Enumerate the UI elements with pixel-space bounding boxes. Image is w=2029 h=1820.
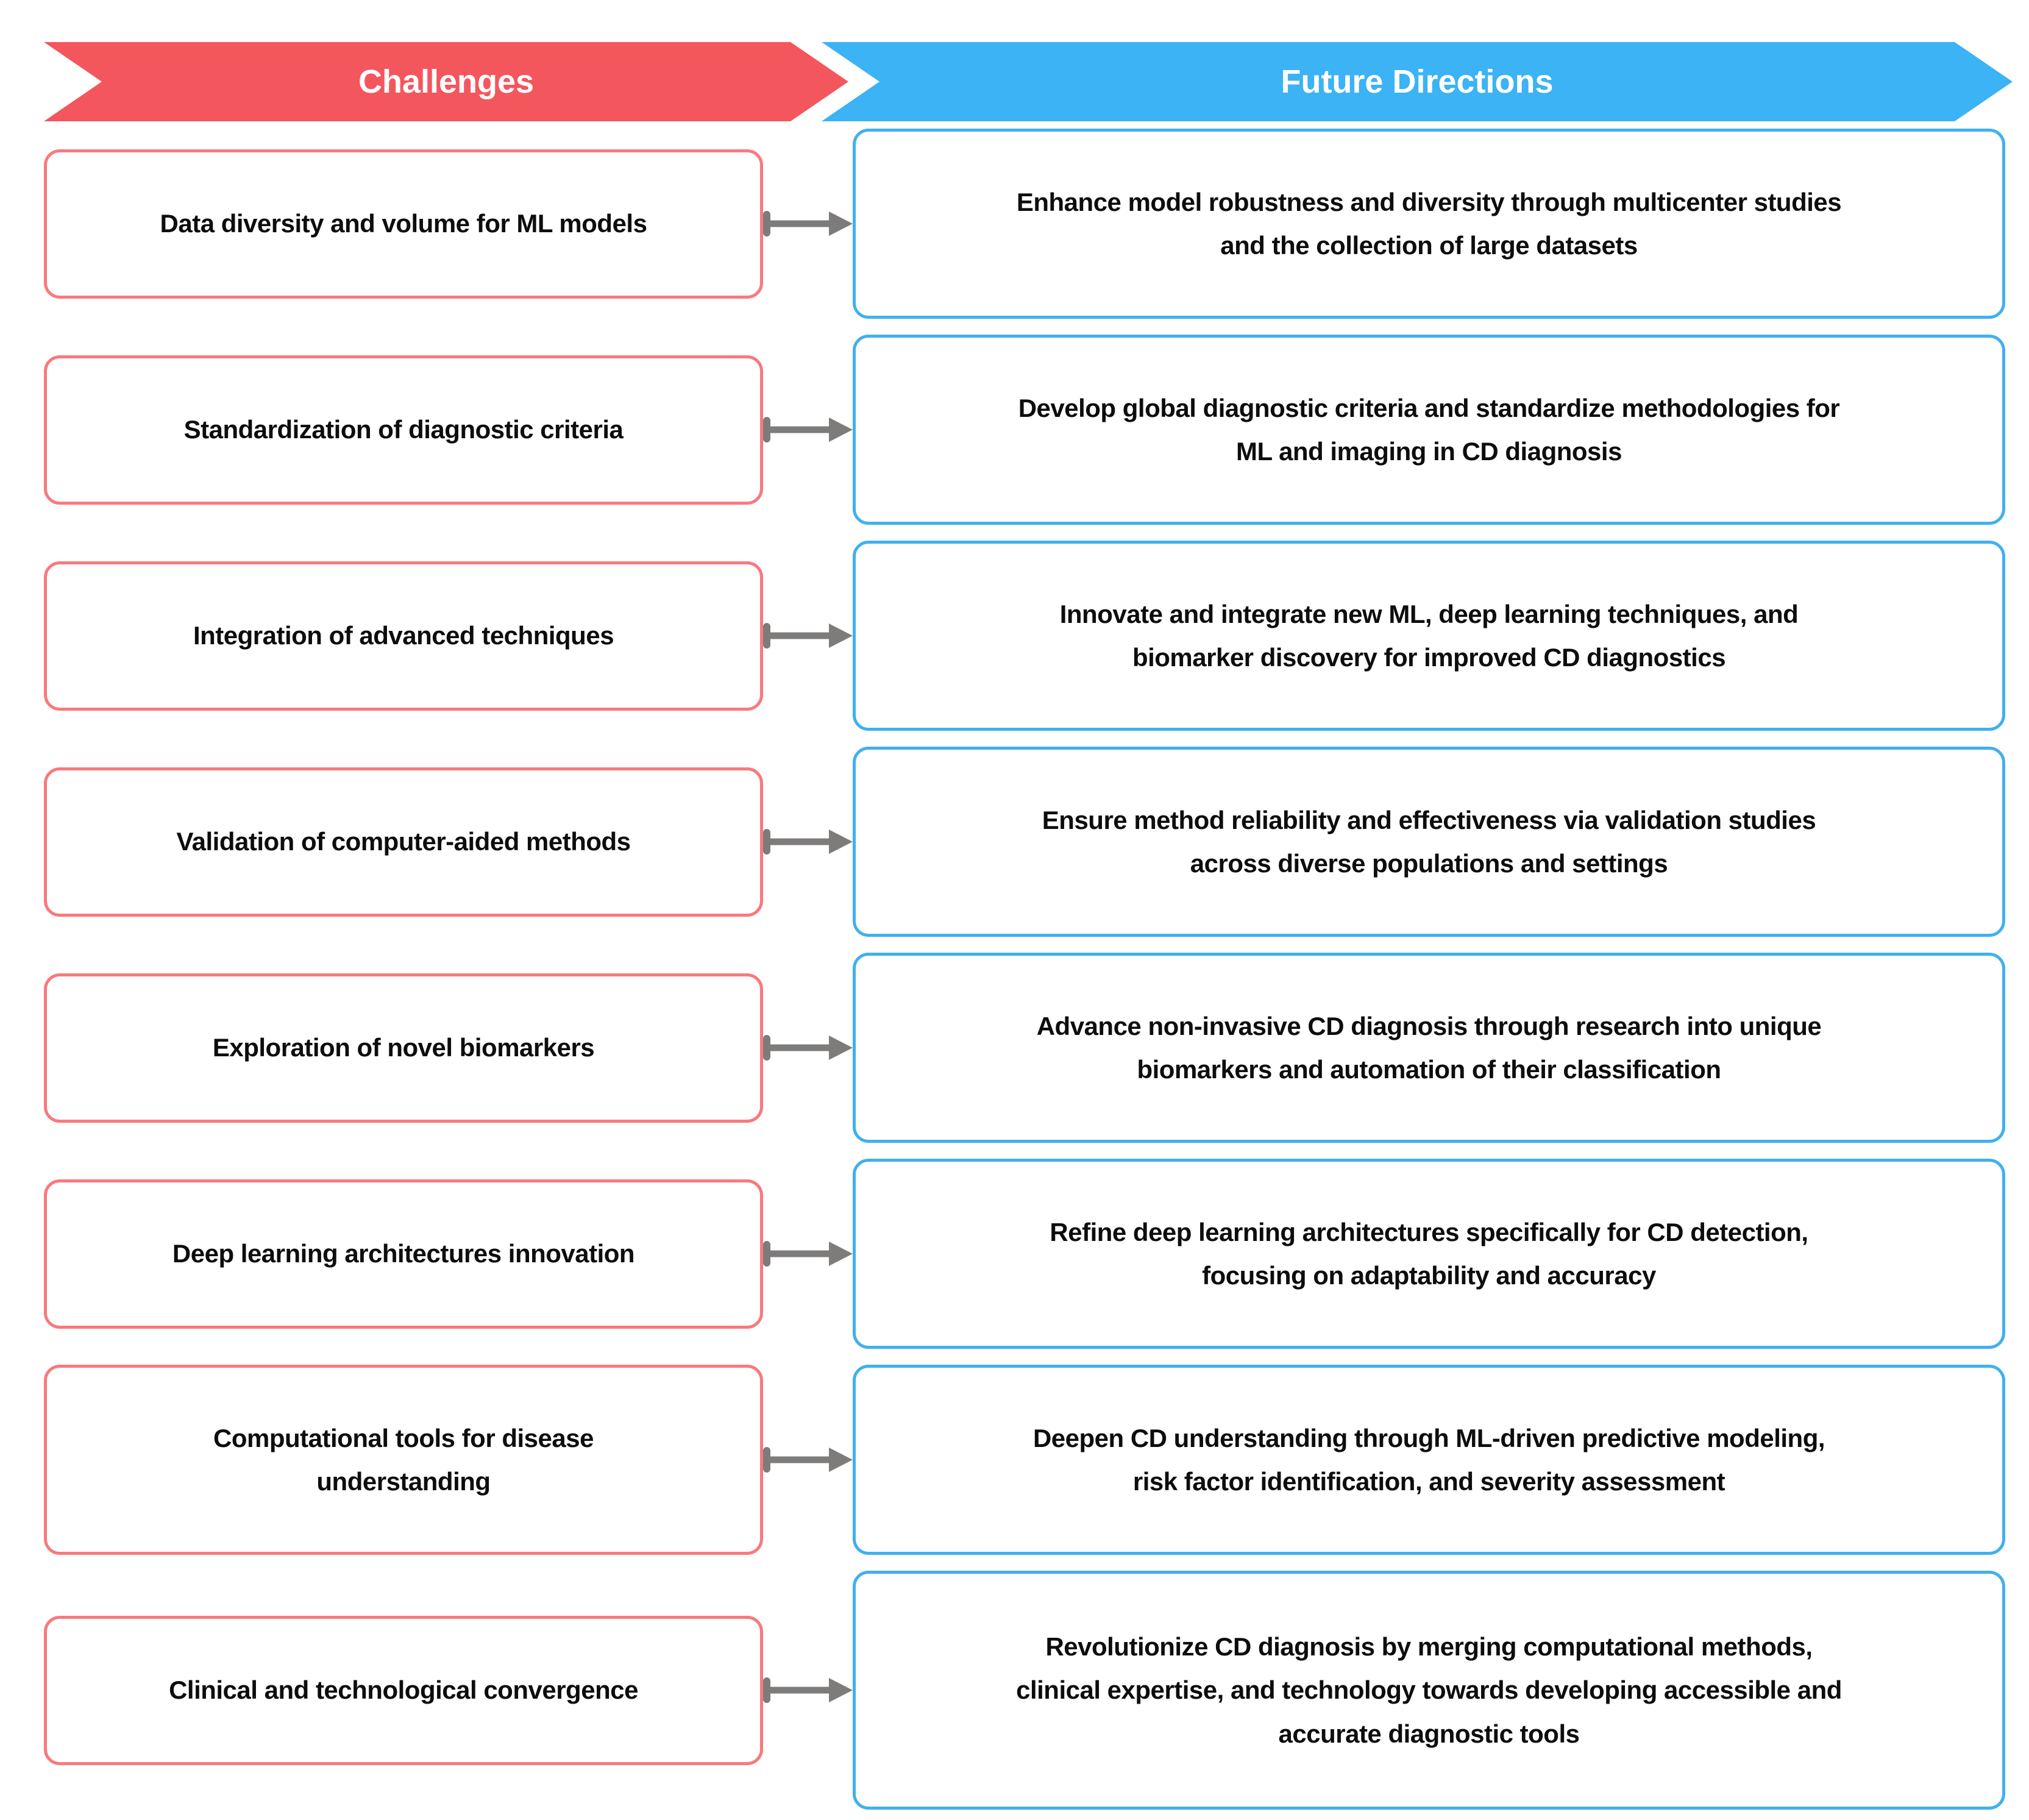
diagram-row: Integration of advanced techniques Innov…	[44, 541, 2005, 731]
direction-text: Innovate and integrate new ML, deep lear…	[1059, 599, 1799, 672]
challenge-text: Computational tools for disease understa…	[213, 1423, 594, 1496]
diagram-row: Computational tools for disease understa…	[44, 1365, 2005, 1555]
challenges-banner: Challenges	[44, 42, 848, 121]
challenge-box: Clinical and technological convergence	[44, 1615, 763, 1765]
arrow-connector	[763, 1029, 853, 1066]
challenge-text: Deep learning architectures innovation	[172, 1239, 635, 1268]
challenge-text: Clinical and technological convergence	[169, 1676, 638, 1705]
future-directions-banner-label: Future Directions	[1281, 63, 1554, 100]
challenge-box: Validation of computer-aided methods	[44, 767, 763, 917]
arrow-connector	[763, 205, 853, 242]
arrow-connector	[763, 1672, 853, 1708]
direction-text: Ensure method reliability and effectiven…	[1042, 805, 1816, 878]
right-arrow-icon	[763, 1241, 853, 1267]
arrow-connector	[763, 411, 853, 448]
header: Challenges Future Directions	[44, 42, 2005, 121]
direction-box: Refine deep learning architectures speci…	[853, 1159, 2005, 1349]
direction-text: Revolutionize CD diagnosis by merging co…	[1016, 1632, 1842, 1748]
challenges-banner-label: Challenges	[358, 63, 535, 100]
diagram-row: Exploration of novel biomarkers Advance …	[44, 953, 2005, 1143]
direction-box: Develop global diagnostic criteria and s…	[853, 335, 2005, 525]
diagram-row: Validation of computer-aided methods Ens…	[44, 747, 2005, 937]
arrow-connector	[763, 1441, 853, 1478]
right-arrow-icon	[763, 1677, 853, 1703]
challenge-text: Data diversity and volume for ML models	[160, 209, 647, 238]
challenge-text: Validation of computer-aided methods	[176, 827, 631, 856]
challenge-box: Integration of advanced techniques	[44, 561, 763, 711]
direction-text: Develop global diagnostic criteria and s…	[1018, 393, 1840, 466]
challenge-box: Exploration of novel biomarkers	[44, 973, 763, 1123]
direction-box: Deepen CD understanding through ML-drive…	[853, 1365, 2005, 1555]
challenge-box: Deep learning architectures innovation	[44, 1179, 763, 1329]
right-arrow-icon	[763, 1035, 853, 1061]
direction-text: Enhance model robustness and diversity t…	[1016, 187, 1842, 260]
challenge-text: Integration of advanced techniques	[193, 621, 614, 650]
direction-text: Deepen CD understanding through ML-drive…	[1032, 1423, 1825, 1496]
direction-text: Advance non-invasive CD diagnosis throug…	[1036, 1011, 1822, 1084]
challenge-box: Computational tools for disease understa…	[44, 1365, 763, 1555]
future-directions-banner: Future Directions	[822, 42, 2013, 121]
direction-box: Innovate and integrate new ML, deep lear…	[853, 541, 2005, 731]
arrow-connector	[763, 617, 853, 654]
challenge-text: Standardization of diagnostic criteria	[183, 415, 624, 444]
right-arrow-icon	[763, 829, 853, 855]
right-arrow-icon	[763, 211, 853, 236]
arrow-connector	[763, 1235, 853, 1272]
challenge-box: Standardization of diagnostic criteria	[44, 355, 763, 505]
right-arrow-icon	[763, 417, 853, 443]
diagram-row: Clinical and technological convergence R…	[44, 1571, 2005, 1810]
diagram-row: Standardization of diagnostic criteria D…	[44, 335, 2005, 525]
direction-box: Revolutionize CD diagnosis by merging co…	[853, 1571, 2005, 1810]
direction-box: Ensure method reliability and effectiven…	[853, 747, 2005, 937]
direction-box: Enhance model robustness and diversity t…	[853, 129, 2005, 319]
right-arrow-icon	[763, 623, 853, 649]
right-arrow-icon	[763, 1447, 853, 1473]
diagram-rows: Data diversity and volume for ML models …	[44, 129, 2005, 1810]
direction-text: Refine deep learning architectures speci…	[1050, 1217, 1808, 1290]
diagram-row: Deep learning architectures innovation R…	[44, 1159, 2005, 1349]
challenge-text: Exploration of novel biomarkers	[212, 1033, 595, 1062]
diagram-row: Data diversity and volume for ML models …	[44, 129, 2005, 319]
challenge-box: Data diversity and volume for ML models	[44, 149, 763, 299]
direction-box: Advance non-invasive CD diagnosis throug…	[853, 953, 2005, 1143]
arrow-connector	[763, 823, 853, 860]
